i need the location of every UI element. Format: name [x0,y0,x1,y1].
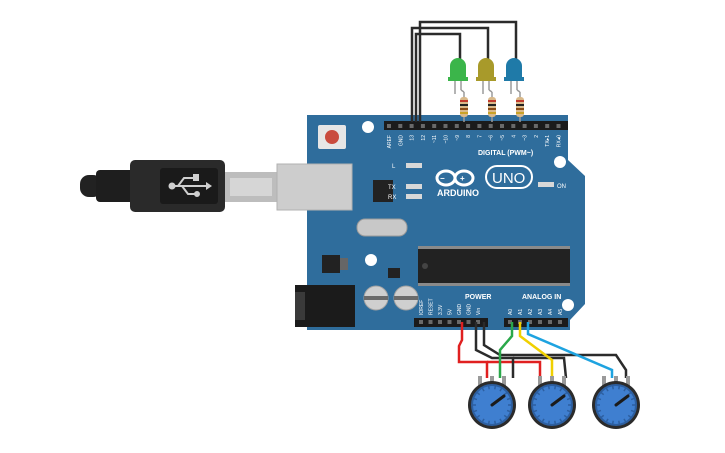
led-blue[interactable] [504,58,524,94]
arduino-logo: − + ARDUINO UNO [435,165,533,198]
power-pin-label: GND [457,304,463,316]
board-led-l: L [392,163,422,170]
power-pin-label: RESET [429,298,435,315]
wire-gnd [474,322,628,379]
board-led-tx: TX [388,184,422,191]
svg-text:L: L [392,164,396,170]
digital-pin-label: ~10 [444,135,450,144]
digital-pin-label: GND [398,135,404,147]
usb-jack [276,163,353,211]
power-pin-label: Vin [476,308,482,315]
wire-a2 [526,322,614,378]
atmega-chip [418,246,570,286]
digital-pin-label: 7 [477,135,483,138]
reset-button[interactable] [318,125,346,149]
led-yellow[interactable] [476,58,496,94]
potentiometer[interactable] [528,376,576,429]
power-pin-label: IOREF [419,300,425,315]
digital-pin-label: 2 [534,135,540,138]
capacitor [363,285,389,311]
resistor [488,89,496,122]
usb-chip [373,180,393,202]
digital-pin-label: 8 [466,135,472,138]
svg-text:TX: TX [388,185,396,191]
wire-5v [457,322,542,378]
digital-pin-label: TX▸1 [545,135,551,147]
digital-pin-label: ~3 [523,135,529,141]
digital-header-label: DIGITAL (PWM~) [478,150,533,157]
led-green[interactable] [448,58,468,94]
analog-pin-label: A2 [528,309,534,315]
regulator [322,255,340,273]
arduino-board: L TX RX ON − + ARDUINO UNO [276,115,585,330]
digital-pin-label: 13 [410,135,416,141]
analog-pin-label: A1 [518,309,524,315]
svg-text:ON: ON [557,184,566,190]
analog-header-label: ANALOG IN [522,294,561,301]
crystal [356,218,408,237]
svg-text:+: + [460,174,465,183]
analog-pin-label: A4 [548,309,554,315]
analog-pin-label: A5 [558,309,564,315]
digital-pin-label: RX◂0 [557,135,563,147]
digital-pin-label: 4 [511,135,517,138]
digital-pin-label: ~11 [432,135,438,143]
board-led-on: ON [538,182,566,190]
small-chip [388,268,400,278]
wire-led-ground [410,20,518,122]
infinity-logo-icon [435,169,475,187]
digital-pin-label: ~5 [500,135,506,141]
analog-pin-label: A0 [508,309,514,315]
svg-text:RX: RX [388,195,396,201]
digital-header: AREF GND 13 12 ~11 ~10 ~9 8 7 ~6 ~5 4 ~3 2 TX▸1 RX◂0 DI… [384,121,568,157]
digital-pin-label: AREF [387,135,393,148]
power-jack [295,285,355,327]
board-led-rx: RX [388,194,422,201]
potentiometer[interactable] [592,376,640,429]
analog-header: ANALOG IN [504,294,568,327]
power-pin-label: GND [467,304,473,316]
resistor [516,89,524,122]
resistor [460,89,468,122]
power-pin-label: 3.3V [438,304,444,315]
wire-a0 [498,322,514,378]
capacitor [393,285,419,311]
power-pin-label: 5V [448,308,454,315]
analog-pin-label: A3 [538,309,544,315]
digital-pin-label: 12 [421,135,427,141]
model-label: UNO [492,170,525,187]
power-header-label: POWER [465,294,491,301]
brand-label: ARDUINO [437,188,479,198]
digital-pin-label: ~9 [455,135,461,141]
wire-a1 [518,322,554,378]
potentiometer[interactable] [468,376,516,429]
digital-pin-label: ~6 [489,135,495,141]
svg-text:−: − [440,174,445,183]
usb-icon [168,174,212,197]
